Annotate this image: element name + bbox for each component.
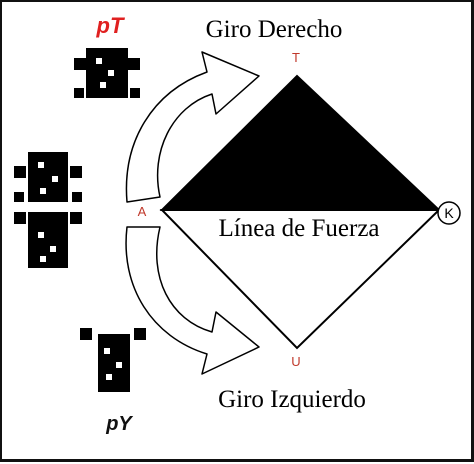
pixel-figure-icon: [80, 328, 146, 392]
pixel-figure-icon: [74, 48, 140, 98]
turn-right-label: Giro Derecho: [206, 16, 343, 43]
pixel-figure-icon: [14, 152, 82, 202]
figure-label-top: pT: [96, 13, 125, 38]
figure-label-bottom: pY: [105, 413, 133, 435]
vertex-label-right: K: [444, 205, 454, 221]
arrow-right-turn-icon: [125, 51, 260, 203]
vertex-label-left: A: [138, 204, 147, 219]
vertex-label-top: T: [292, 50, 300, 65]
vertex-label-bottom: U: [291, 354, 300, 369]
arrow-left-turn-icon: [125, 226, 260, 375]
turn-left-label: Giro Izquierdo: [218, 386, 366, 413]
lower-white-triangle: [159, 209, 442, 350]
line-of-force-label: Línea de Fuerza: [218, 215, 379, 242]
pixel-figure-icon: [14, 212, 82, 268]
circle-k-icon: K: [437, 201, 461, 225]
